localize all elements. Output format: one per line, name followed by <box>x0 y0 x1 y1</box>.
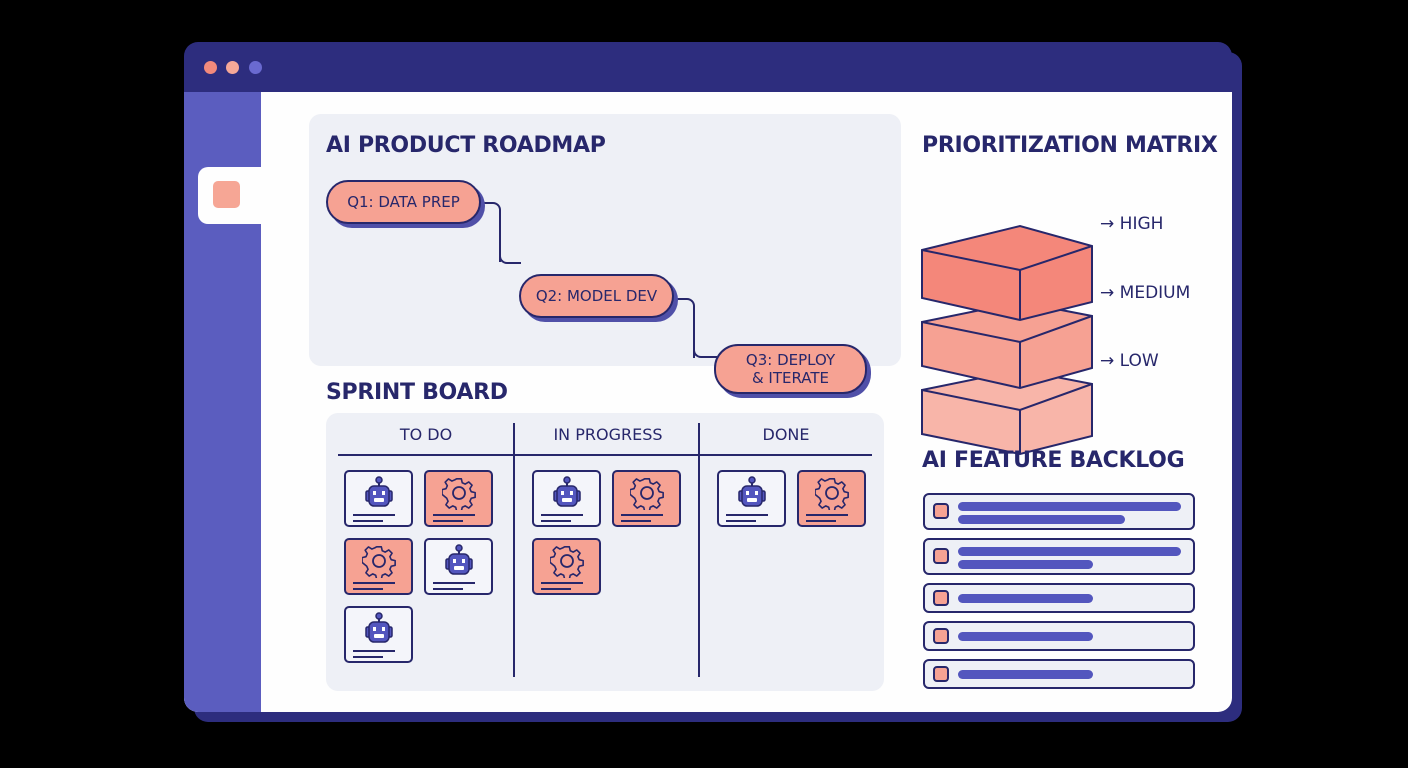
card-text-line <box>433 582 475 584</box>
card-text-line <box>541 588 571 590</box>
robot-icon <box>737 476 766 507</box>
maximize-window-button[interactable] <box>249 61 262 74</box>
milestone-label: Q2: MODEL DEV <box>535 287 658 305</box>
sprint-board: TO DO IN PROGRESS DONE <box>326 413 884 691</box>
card-text-line <box>806 514 848 516</box>
backlog-item[interactable] <box>923 493 1195 530</box>
sprint-board-title: SPRINT BOARD <box>326 380 508 405</box>
task-card-settings[interactable] <box>532 538 601 595</box>
checkbox[interactable] <box>933 590 949 606</box>
column-divider <box>513 423 515 677</box>
task-card-settings[interactable] <box>612 470 681 527</box>
card-text-line <box>353 588 383 590</box>
text-line-placeholder <box>958 594 1093 603</box>
checkbox[interactable] <box>933 503 949 519</box>
card-text-line <box>353 656 383 658</box>
card-text-line <box>353 582 395 584</box>
checkbox[interactable] <box>933 548 949 564</box>
priority-text: LOW <box>1119 351 1159 371</box>
backlog-item[interactable] <box>923 621 1195 651</box>
backlog-item[interactable] <box>923 583 1195 613</box>
card-text-line <box>541 520 571 522</box>
text-line-placeholder <box>958 547 1181 556</box>
text-line-placeholder <box>958 560 1093 569</box>
card-text-line <box>621 520 651 522</box>
card-text-line <box>726 520 756 522</box>
priority-text: MEDIUM <box>1119 283 1191 303</box>
backlog-item[interactable] <box>923 659 1195 689</box>
title-bar <box>184 42 1232 92</box>
priority-stack <box>921 224 1093 456</box>
gear-icon <box>361 546 396 578</box>
milestone-label-line1: Q3: DEPLOY <box>745 351 836 369</box>
backlog-item[interactable] <box>923 538 1195 575</box>
priority-block-low[interactable] <box>921 368 1093 456</box>
main-content: AI PRODUCT ROADMAP Q1: DATA PREP Q2: MOD… <box>184 92 1232 712</box>
text-line-placeholder <box>958 502 1181 511</box>
roadmap-panel <box>309 114 901 366</box>
card-text-line <box>353 650 395 652</box>
arrow-right-icon: → <box>1100 214 1115 234</box>
roadmap-connector <box>479 202 501 262</box>
task-card-ai[interactable] <box>424 538 493 595</box>
milestone-q3[interactable]: Q3: DEPLOY & ITERATE <box>714 344 867 394</box>
priority-text: HIGH <box>1119 214 1164 234</box>
card-text-line <box>541 514 583 516</box>
column-header-done: DONE <box>762 425 810 444</box>
task-card-settings[interactable] <box>424 470 493 527</box>
checkbox[interactable] <box>933 666 949 682</box>
task-card-ai[interactable] <box>344 470 413 527</box>
robot-icon <box>552 476 581 507</box>
column-divider <box>698 423 700 677</box>
priority-label-high: → HIGH <box>1100 214 1163 234</box>
task-card-settings[interactable] <box>797 470 866 527</box>
robot-icon <box>364 476 393 507</box>
checkbox[interactable] <box>933 628 949 644</box>
roadmap-connector <box>499 252 521 264</box>
card-text-line <box>621 514 663 516</box>
backlog-title: AI FEATURE BACKLOG <box>922 448 1185 473</box>
gear-icon <box>441 478 476 510</box>
robot-icon <box>444 544 473 575</box>
board-header-divider <box>338 454 872 456</box>
card-text-line <box>353 520 383 522</box>
column-header-todo: TO DO <box>399 425 453 444</box>
arrow-right-icon: → <box>1100 351 1115 371</box>
roadmap-title: AI PRODUCT ROADMAP <box>326 133 606 158</box>
text-line-placeholder <box>958 515 1125 524</box>
priority-label-medium: → MEDIUM <box>1100 283 1190 303</box>
gear-icon <box>549 546 584 578</box>
card-text-line <box>541 582 583 584</box>
milestone-q2[interactable]: Q2: MODEL DEV <box>519 274 674 318</box>
priority-block-high[interactable] <box>921 224 1093 322</box>
robot-icon <box>364 612 393 643</box>
milestone-label: Q1: DATA PREP <box>347 193 460 211</box>
roadmap-connector <box>693 346 717 358</box>
gear-icon <box>814 478 849 510</box>
task-card-ai[interactable] <box>717 470 786 527</box>
card-text-line <box>353 514 395 516</box>
card-text-line <box>433 520 463 522</box>
task-card-ai[interactable] <box>344 606 413 663</box>
arrow-right-icon: → <box>1100 283 1115 303</box>
milestone-q1[interactable]: Q1: DATA PREP <box>326 180 481 224</box>
priority-label-low: → LOW <box>1100 351 1159 371</box>
square-icon[interactable] <box>213 181 240 208</box>
roadmap-connector <box>673 298 695 358</box>
minimize-window-button[interactable] <box>226 61 239 74</box>
card-text-line <box>433 588 463 590</box>
matrix-title: PRIORITIZATION MATRIX <box>922 133 1218 158</box>
gear-icon <box>629 478 664 510</box>
card-text-line <box>806 520 836 522</box>
task-card-ai[interactable] <box>532 470 601 527</box>
column-header-in-progress: IN PROGRESS <box>553 425 663 444</box>
card-text-line <box>433 514 475 516</box>
task-card-settings[interactable] <box>344 538 413 595</box>
text-line-placeholder <box>958 632 1093 641</box>
app-window: AI PRODUCT ROADMAP Q1: DATA PREP Q2: MOD… <box>184 42 1232 712</box>
close-window-button[interactable] <box>204 61 217 74</box>
milestone-label-line2: & ITERATE <box>751 369 830 387</box>
card-text-line <box>726 514 768 516</box>
text-line-placeholder <box>958 670 1093 679</box>
